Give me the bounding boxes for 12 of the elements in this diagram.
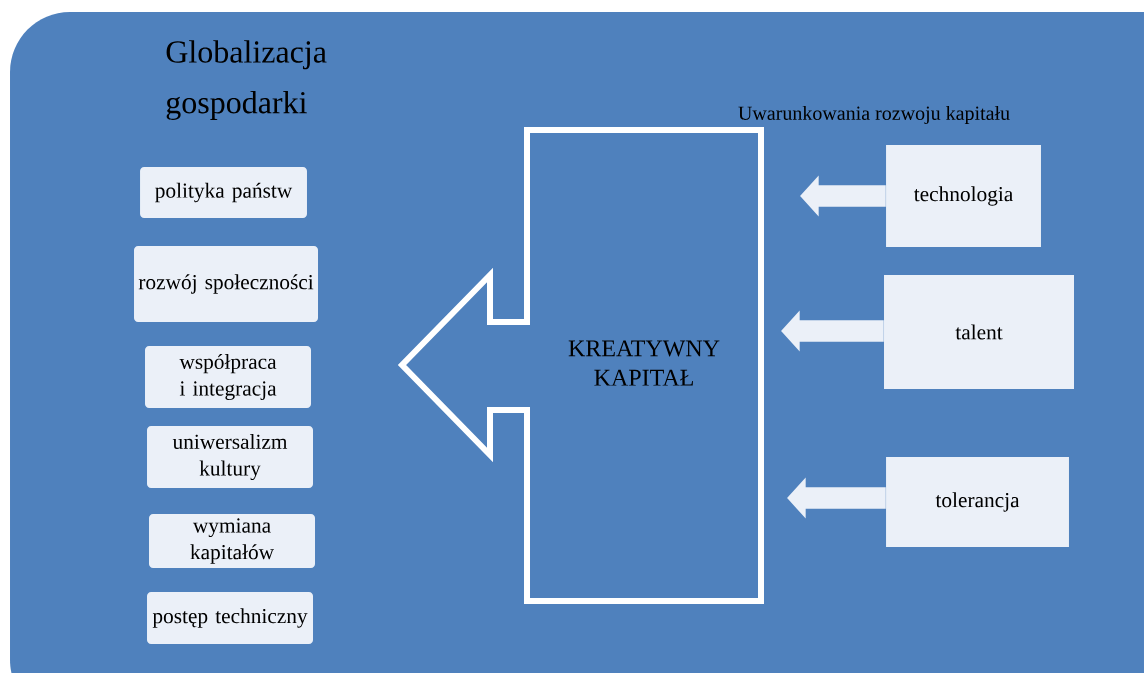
factor-box: tolerancja (886, 457, 1069, 547)
heading: Uwarunkowania rozwoju kapitału (738, 105, 1010, 125)
factor-box: technologia (886, 145, 1041, 247)
term-box: polityka państw (140, 167, 307, 218)
term-box: wymiana kapitałów (149, 514, 315, 568)
term-box: rozwój społeczności (134, 246, 318, 322)
heading: Globalizacja gospodarki (166, 40, 327, 121)
block-arrow-box: KREATYWNY KAPITAŁ (397, 127, 764, 604)
term-box: postęp techniczny (147, 592, 313, 644)
factor-box: talent (884, 275, 1074, 389)
term-box: uniwersalizm kultury (147, 426, 313, 488)
term-box: współpraca i integracja (145, 346, 311, 408)
